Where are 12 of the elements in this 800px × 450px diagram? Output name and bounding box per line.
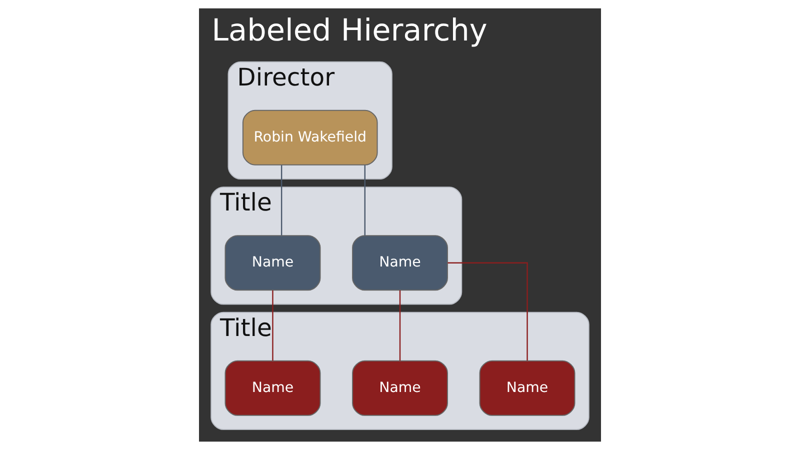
diagram-title: Labeled Hierarchy (212, 14, 488, 49)
node-box: Name (479, 360, 576, 416)
node-box: Robin Wakefield (242, 110, 378, 166)
node-box: Name (352, 235, 448, 291)
node-box: Name (224, 235, 321, 291)
node-box: Name (224, 360, 321, 416)
connector (399, 290, 401, 361)
connector (448, 262, 528, 361)
connector (280, 165, 282, 236)
connector (364, 165, 366, 236)
node-box: Name (352, 360, 448, 416)
connector (272, 290, 274, 361)
